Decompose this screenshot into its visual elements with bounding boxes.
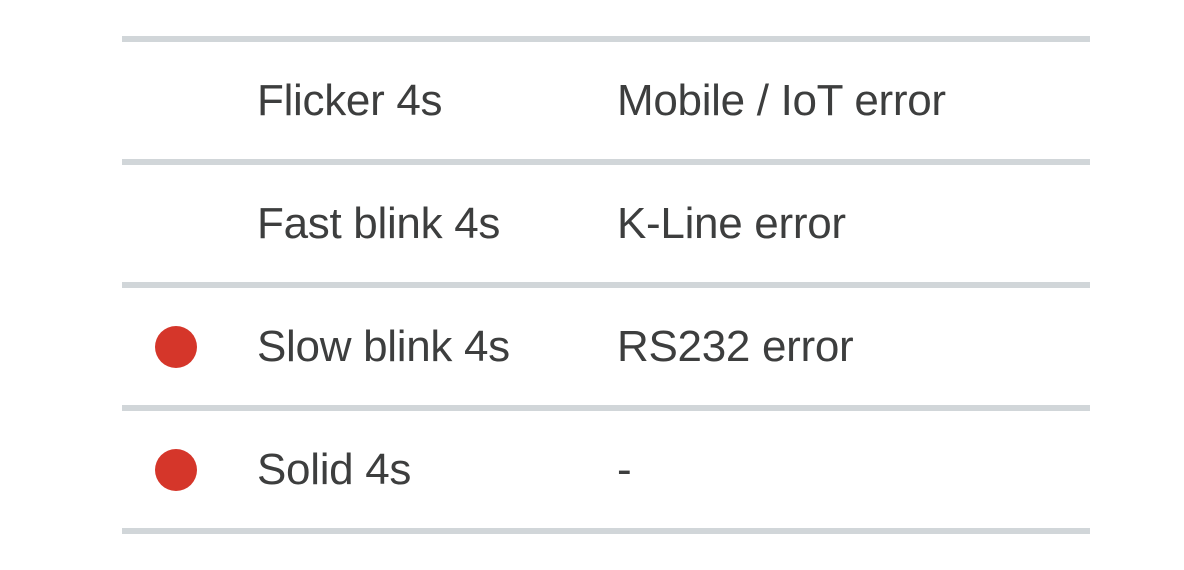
table-row: Slow blink 4s RS232 error (122, 282, 1090, 405)
error-meaning-label: - (617, 444, 632, 494)
led-indicator-cell (122, 325, 257, 368)
led-indicator-cell (122, 203, 257, 245)
table-row: Fast blink 4s K-Line error (122, 159, 1090, 282)
blink-pattern-label: Solid 4s (257, 444, 412, 494)
led-indicator-cell (122, 448, 257, 491)
blink-pattern-label: Fast blink 4s (257, 198, 501, 248)
led-status-table: Flicker 4s Mobile / IoT error Fast blink… (122, 36, 1090, 534)
table-row: Flicker 4s Mobile / IoT error (122, 36, 1090, 159)
red-led-dot-icon (155, 325, 197, 368)
error-meaning-label: Mobile / IoT error (617, 75, 946, 125)
led-indicator-cell (122, 80, 257, 122)
blink-pattern-label: Flicker 4s (257, 75, 443, 125)
table-row: Solid 4s - (122, 405, 1090, 528)
red-led-dot-icon (155, 448, 197, 491)
error-meaning-label: K-Line error (617, 198, 846, 248)
blink-pattern-label: Slow blink 4s (257, 321, 510, 371)
error-meaning-label: RS232 error (617, 321, 854, 371)
